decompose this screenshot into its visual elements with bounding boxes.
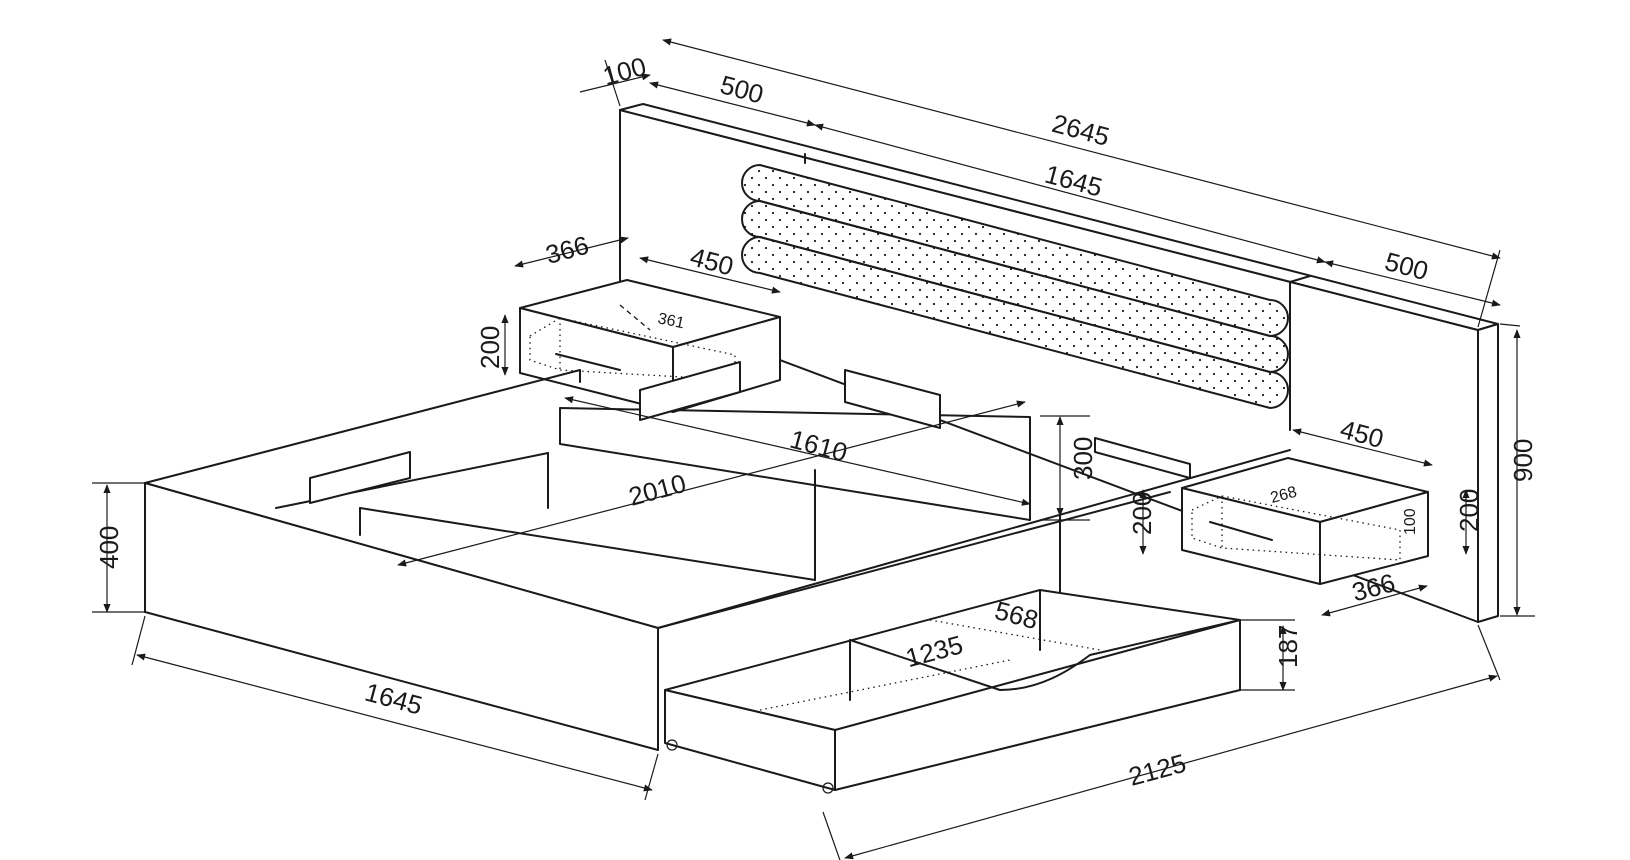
dim-padded-length: 1645 <box>1042 159 1106 203</box>
dim-shelf-left: 500 <box>717 69 767 109</box>
dimension-labels: 100 500 2645 1645 500 366 450 200 361 16… <box>94 51 1538 792</box>
dim-headboard-length: 2645 <box>1049 108 1113 152</box>
dimension-lines <box>92 38 1535 860</box>
dim-left-drawer-inner: 361 <box>656 310 686 332</box>
right-nightstand <box>1181 457 1429 585</box>
dim-right-drawer-height: 100 <box>1402 508 1419 535</box>
dim-left-table-depth: 366 <box>542 230 592 270</box>
dim-bed-length: 2125 <box>1125 748 1189 792</box>
dim-drawer-height: 187 <box>1273 625 1303 668</box>
dim-right-table-height: 200 <box>1127 492 1157 535</box>
dim-left-table-height: 200 <box>475 326 505 369</box>
dim-right-drawer-inner: 268 <box>1269 484 1299 507</box>
dim-shelf-height: 200 <box>1454 489 1484 532</box>
dim-side-height: 300 <box>1068 437 1098 480</box>
left-nightstand <box>519 279 781 413</box>
dim-headboard-thickness: 100 <box>600 51 650 91</box>
dim-inner-length: 2010 <box>625 468 689 512</box>
dim-shelf-right: 500 <box>1382 246 1432 286</box>
dim-bed-height: 400 <box>94 526 124 569</box>
dim-headboard-height: 900 <box>1508 439 1538 482</box>
